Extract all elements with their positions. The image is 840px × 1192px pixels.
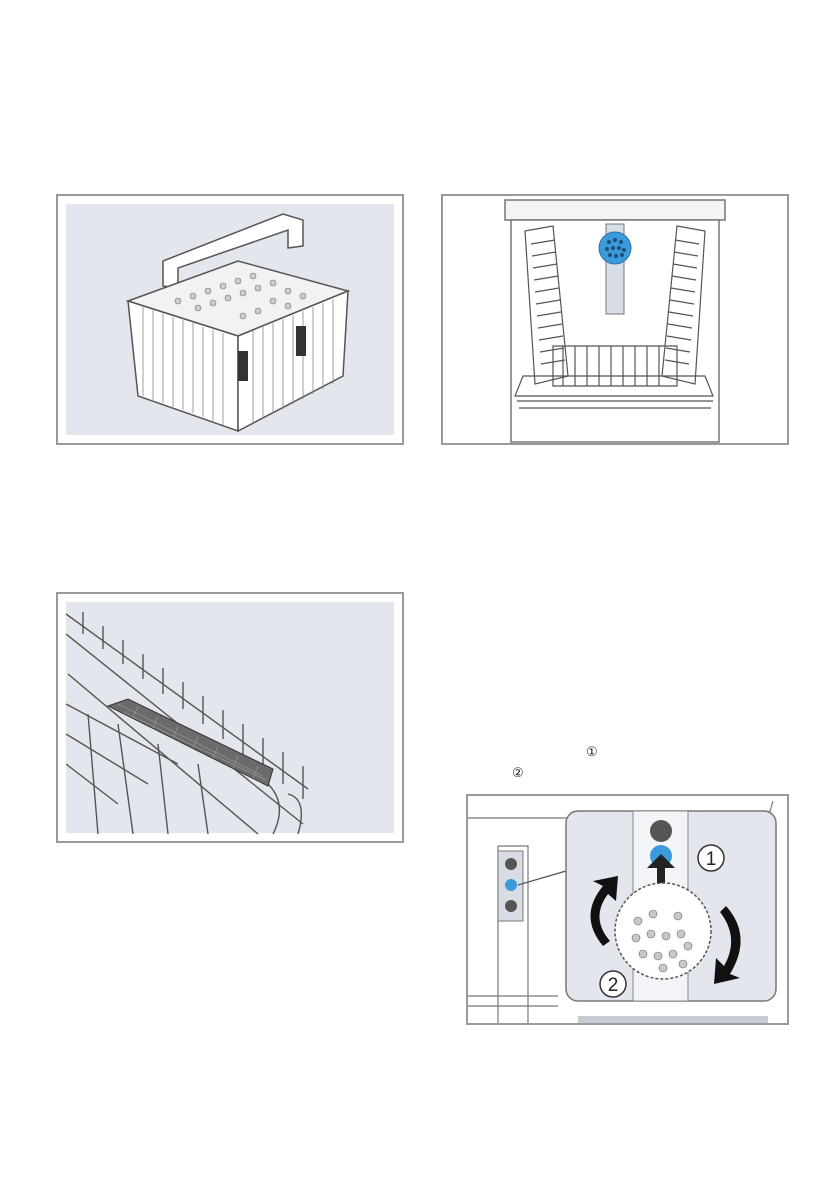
figure-lower-rack	[441, 194, 789, 445]
circled-marker-1: ①	[586, 745, 598, 758]
cutlery-basket-icon	[58, 196, 402, 443]
spray-label-1: 1	[706, 849, 717, 870]
spray-label-2: 2	[608, 975, 619, 996]
wire-rack-shelf-icon	[58, 594, 402, 841]
circled-marker-2: ②	[512, 766, 524, 779]
figure-cutlery-basket	[56, 194, 404, 445]
figure-spray-head: 1 2	[466, 794, 789, 1025]
figure-knife-rack	[56, 592, 404, 843]
spray-head-removal-icon: 1 2	[468, 796, 787, 1023]
page-bottom-edge	[0, 1186, 840, 1192]
dishwasher-rack-spray-arm-icon	[443, 196, 787, 443]
